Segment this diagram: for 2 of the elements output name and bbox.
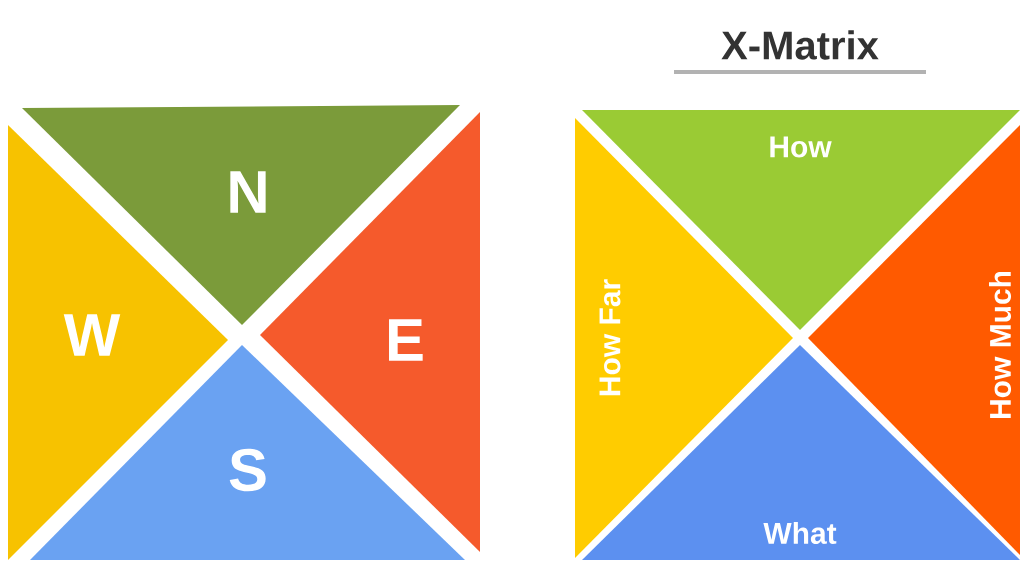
title: X-Matrix <box>721 30 879 60</box>
triangle-segment: W <box>8 125 228 560</box>
